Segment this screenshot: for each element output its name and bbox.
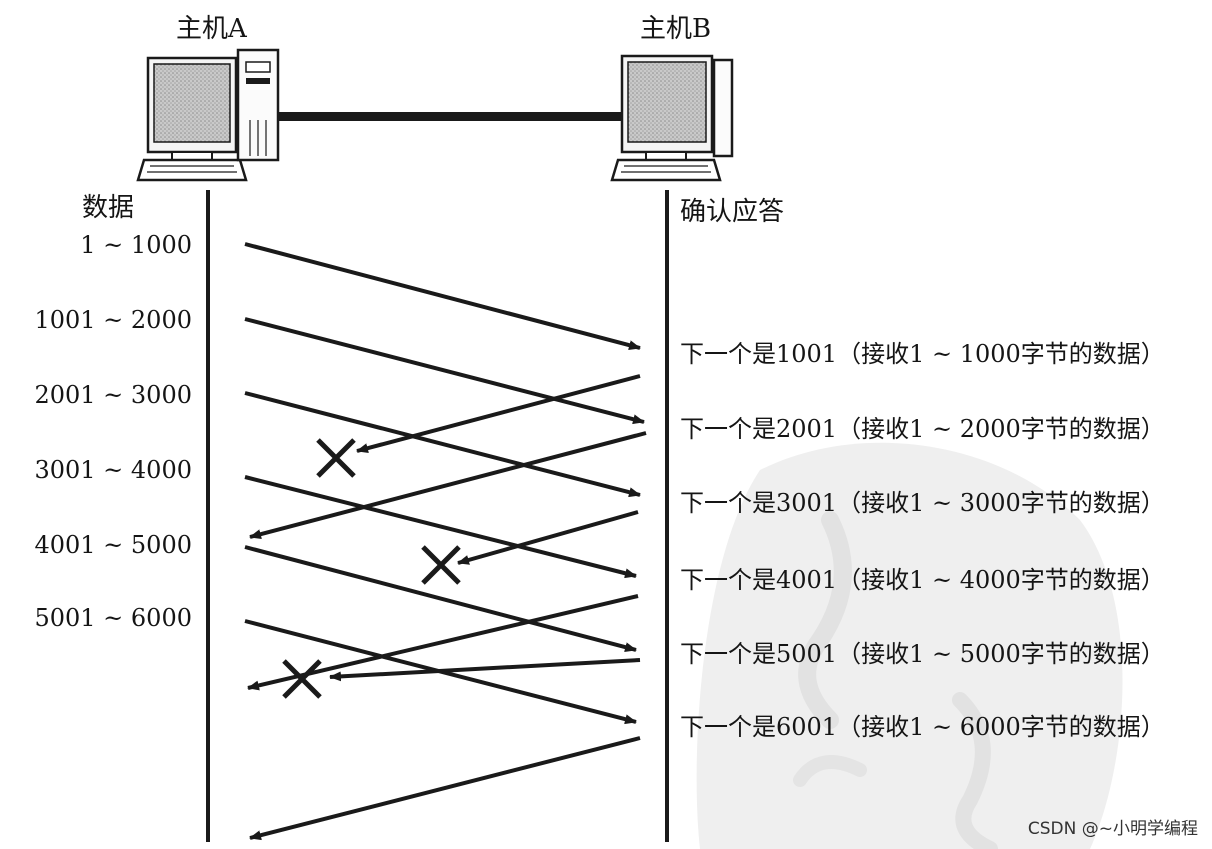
ack-label: 下一个是4001（接收1 ~ 4000字节的数据） (680, 566, 1165, 594)
data-column-header: 数据 (82, 193, 135, 223)
arrows-group (244, 242, 647, 841)
ack-arrow (356, 374, 641, 454)
packet-loss-x-icon (316, 438, 356, 478)
segment-label: 1 ~ 1000 (80, 231, 192, 259)
watermark: CSDN @~小明学编程 (1027, 819, 1198, 839)
host-a-computer-icon (136, 48, 280, 182)
packet-loss-x-icon (421, 545, 461, 585)
data-segment-arrow (244, 242, 641, 351)
lost-ack-arrow (249, 736, 641, 841)
host-b-label: 主机B (640, 14, 712, 44)
ack-column-header: 确认应答 (680, 197, 785, 227)
ack-arrow (457, 510, 639, 565)
lost-ack-arrow (249, 431, 647, 540)
host-a-label: 主机A (176, 14, 247, 44)
packet-loss-x-icon (282, 659, 322, 699)
segment-label: 4001 ~ 5000 (34, 531, 192, 559)
segment-label: 3001 ~ 4000 (34, 456, 192, 484)
data-segment-arrow (244, 475, 637, 579)
data-segment-arrow (244, 317, 645, 425)
lost-ack-arrow (247, 594, 639, 691)
ack-label: 下一个是3001（接收1 ~ 3000字节的数据） (680, 489, 1165, 517)
data-segment-arrow (244, 545, 637, 653)
segment-label: 5001 ~ 6000 (34, 604, 192, 632)
ack-arrow (329, 658, 641, 682)
background-watermark-shape (696, 442, 1123, 849)
network-cable (278, 112, 622, 121)
host-b-computer-icon (610, 54, 734, 182)
segment-label: 2001 ~ 3000 (34, 381, 192, 409)
ack-label: 下一个是1001（接收1 ~ 1000字节的数据） (680, 340, 1165, 368)
data-segment-arrow (244, 391, 641, 498)
ack-label: 下一个是6001（接收1 ~ 6000字节的数据） (680, 713, 1165, 741)
ack-label: 下一个是2001（接收1 ~ 2000字节的数据） (680, 415, 1165, 443)
ack-label: 下一个是5001（接收1 ~ 5000字节的数据） (680, 640, 1165, 668)
segment-label: 1001 ~ 2000 (34, 306, 192, 334)
